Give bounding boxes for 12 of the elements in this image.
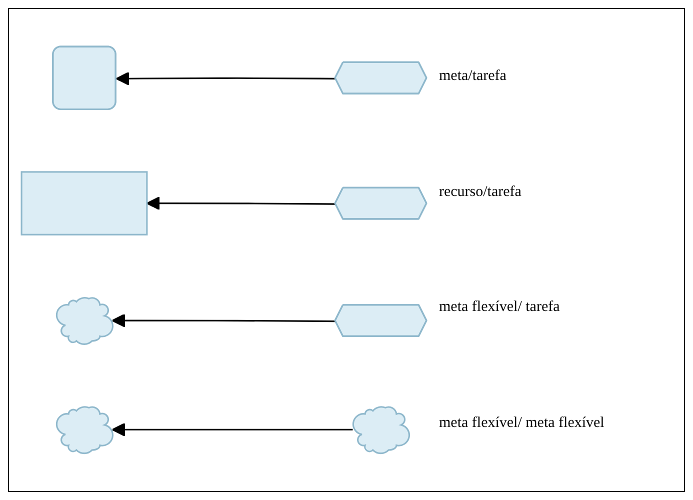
arrow	[112, 422, 353, 437]
node-cloud	[352, 406, 410, 454]
node-cloud	[56, 297, 114, 346]
arrow	[112, 314, 336, 328]
arrow	[146, 196, 336, 210]
node-box	[20, 171, 148, 236]
arrow	[116, 72, 336, 86]
node-cloud	[56, 406, 114, 454]
row-label: recurso/tarefa	[439, 184, 522, 201]
row-label: meta flexível/ tarefa	[439, 299, 561, 316]
row-label: meta/tarefa	[439, 68, 508, 86]
row-label: meta flexível/ meta flexível	[439, 414, 606, 432]
